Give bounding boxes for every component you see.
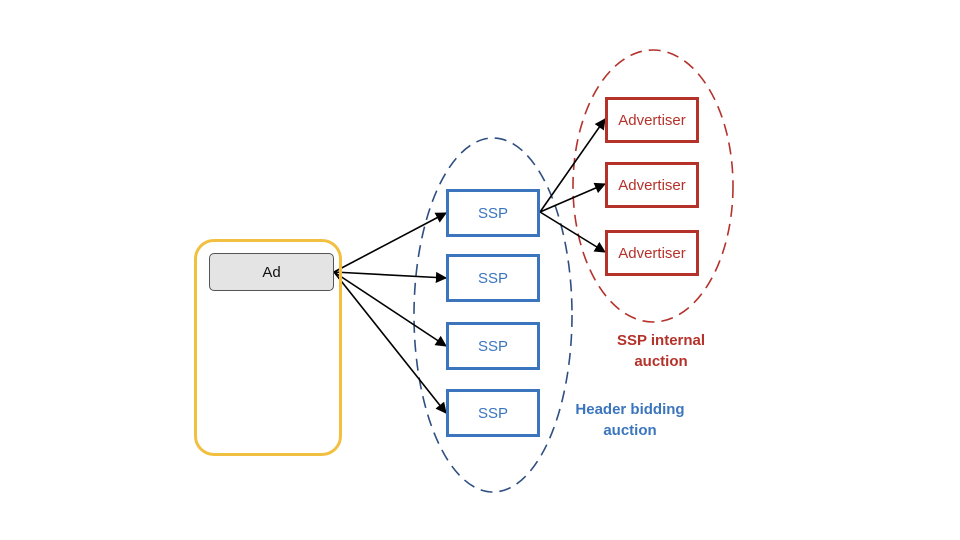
ssp-internal-auction-label-line2: auction [634, 353, 688, 370]
ssp-internal-auction-group [572, 49, 734, 323]
ssp-label: SSP [477, 404, 508, 422]
header-bidding-auction-label-line2: auction [603, 422, 657, 439]
ssp-node-2[interactable]: SSP [446, 254, 540, 302]
ssp-label: SSP [477, 337, 508, 355]
edge-ad-to-ssp-3 [333, 271, 447, 347]
ssp-internal-auction-label-line1: SSP internal [616, 332, 706, 349]
edge-ssp-1-to-advertiser-2 [539, 182, 607, 213]
ad-slot[interactable]: Ad [209, 253, 334, 291]
header-bidding-auction-label-line1: Header bidding [575, 401, 685, 418]
web-page-container [194, 239, 342, 456]
ssp-label: SSP [477, 204, 508, 222]
edge-ssp-1-to-advertiser-3 [539, 211, 606, 253]
advertiser-label: Advertiser [618, 176, 686, 194]
ssp-label: SSP [477, 269, 508, 287]
ssp-node-1[interactable]: SSP [446, 189, 540, 237]
header-bidding-auction-label: Header bidding auction [560, 399, 700, 441]
ssp-node-3[interactable]: SSP [446, 322, 540, 370]
ssp-internal-auction-label: SSP internal auction [596, 330, 726, 372]
header-bidding-auction-group [413, 137, 573, 493]
advertiser-node-1[interactable]: Advertiser [605, 97, 699, 143]
ad-label: Ad [262, 263, 281, 281]
advertiser-node-3[interactable]: Advertiser [605, 230, 699, 276]
edge-ssp-1-to-advertiser-1 [539, 118, 606, 213]
edge-ad-to-ssp-1 [333, 212, 447, 273]
advertiser-node-2[interactable]: Advertiser [605, 162, 699, 208]
advertiser-label: Advertiser [618, 244, 686, 262]
advertiser-label: Advertiser [618, 111, 686, 129]
edge-ad-to-ssp-2 [333, 271, 448, 284]
edge-ad-to-ssp-4 [333, 271, 447, 414]
ssp-node-4[interactable]: SSP [446, 389, 540, 437]
